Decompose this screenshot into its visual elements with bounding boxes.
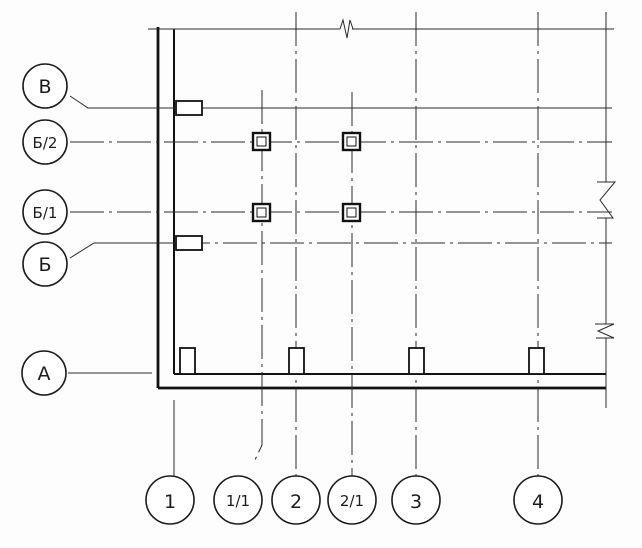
row-axis-lines [68, 95, 612, 374]
column-axis-bubble-4 [513, 475, 563, 525]
pilaster-axis-1 [179, 347, 196, 375]
break-mark-right-upper [597, 181, 617, 219]
row-axis-marker-b2: Б/2 [22, 119, 68, 165]
column-axis-label-1: 1 [164, 491, 176, 513]
break-mark-top [339, 18, 354, 39]
left-wall-pilasters [175, 100, 203, 251]
row-axis-label-a: А [38, 363, 51, 385]
break-mark-right-lower [595, 323, 615, 339]
column-axis-bubble-1-1 [213, 475, 263, 525]
row-axis-marker-v: В [22, 63, 68, 109]
row-axis-marker-a: А [21, 350, 67, 396]
row-axis-markers: В Б/2 Б/1 Б А [21, 63, 68, 396]
column-2-1-b1-inner [346, 207, 357, 218]
row-axis-label-v: В [38, 76, 51, 98]
bottom-wall-pilasters [179, 347, 545, 375]
pilaster-axis-4 [528, 347, 545, 375]
row-axis-label-b: Б [38, 254, 51, 276]
column-axis-bubble-1 [145, 475, 195, 525]
column-axis-label-3: 3 [410, 491, 422, 513]
column-axis-marker-2: 2 [271, 475, 321, 525]
column-axis-bubble-2-1 [327, 475, 377, 525]
pilaster-axis-3 [408, 347, 425, 375]
row-axis-bubble-a [21, 350, 67, 396]
building-walls [148, 12, 617, 408]
column-1-1-b1-inner [256, 207, 267, 218]
column-axis-label-2-1: 2/1 [340, 492, 364, 510]
column-1-1-b2 [251, 131, 272, 152]
column-axis-bubble-3 [391, 475, 441, 525]
column-axis-marker-3: 3 [391, 475, 441, 525]
column-axis-lines [173, 12, 539, 476]
pilaster-axis-2 [288, 347, 305, 375]
column-axis-bubble-2 [271, 475, 321, 525]
row-axis-bubble-v [22, 63, 68, 109]
column-2-1-b2 [341, 131, 362, 152]
row-axis-bubble-b1 [22, 189, 68, 235]
column-axis-markers: 1 1/1 2 2/1 3 4 [145, 475, 563, 525]
row-axis-label-b2: Б/2 [33, 134, 58, 152]
column-axis-marker-1: 1 [145, 475, 195, 525]
row-axis-leader-b [69, 242, 176, 259]
row-axis-marker-b1: Б/1 [22, 189, 68, 235]
row-axis-bubble-b [22, 241, 68, 287]
column-2-1-b2-inner [346, 136, 357, 147]
row-axis-marker-b: Б [22, 241, 68, 287]
column-axis-marker-2-1: 2/1 [327, 475, 377, 525]
row-axis-bubble-b2 [22, 119, 68, 165]
column-axis-marker-1-1: 1/1 [213, 475, 263, 525]
pilaster-axis-v [175, 100, 203, 116]
column-axis-label-4: 4 [532, 491, 544, 513]
column-axis-label-2: 2 [290, 491, 302, 513]
column-1-1-b2-inner [256, 136, 267, 147]
column-2-1-b1 [341, 202, 362, 223]
row-axis-line-v [69, 95, 612, 109]
column-axis-marker-4: 4 [513, 475, 563, 525]
column-1-1-b1 [251, 202, 272, 223]
interior-columns [251, 131, 362, 223]
row-axis-label-b1: Б/1 [33, 204, 58, 222]
column-axis-label-1-1: 1/1 [226, 492, 250, 510]
pilaster-axis-b [175, 235, 203, 251]
